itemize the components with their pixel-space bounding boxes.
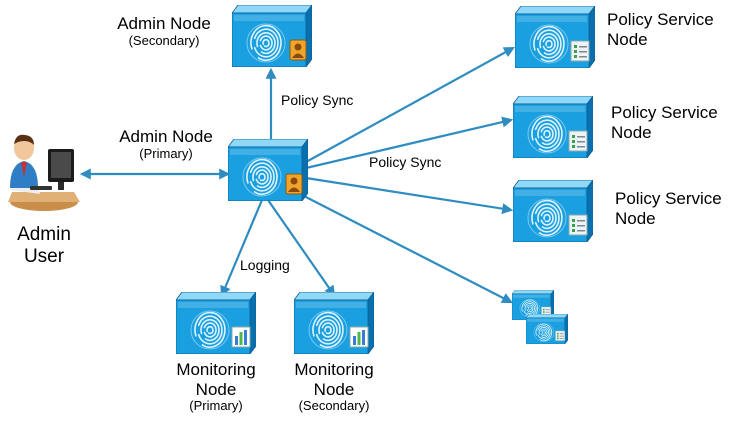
node-name-line2: Node	[313, 379, 355, 399]
psn-group-box-back	[512, 290, 554, 320]
fingerprint-icon	[246, 23, 286, 63]
fingerprint-icon	[529, 24, 569, 64]
link-mon-primary	[220, 199, 264, 298]
checklist-badge-icon	[555, 330, 566, 341]
link-psn-group	[299, 193, 513, 304]
link-psn2	[305, 116, 514, 170]
psn-label-line2: Node	[615, 209, 656, 229]
psn1-box	[515, 6, 595, 68]
monitoring-node-secondary-label: Monitoring Node (Secondary)	[276, 360, 392, 414]
node-name-line1: Monitoring	[294, 360, 374, 379]
monitoring-node-secondary-box	[294, 292, 374, 354]
fingerprint-icon	[527, 114, 567, 154]
node-role: (Secondary)	[128, 32, 200, 48]
admin-user-label: Admin User	[4, 224, 84, 268]
admin-user-line1: Admin	[17, 224, 71, 245]
checklist-badge-icon	[568, 130, 588, 152]
psn-label-line1: Policy Service	[607, 10, 714, 29]
admin-user-line2: User	[23, 245, 65, 267]
admin-node-primary-box	[228, 139, 308, 201]
psn3-label: Policy Service Node	[615, 189, 722, 230]
checklist-badge-icon	[568, 214, 588, 236]
fingerprint-icon	[527, 198, 567, 238]
psn-label-line1: Policy Service	[611, 103, 718, 122]
checklist-badge-icon	[570, 40, 590, 62]
psn3-box	[513, 180, 593, 242]
psn-label-line2: Node	[607, 30, 648, 50]
node-role: (Primary)	[139, 145, 193, 161]
psn1-label: Policy Service Node	[607, 10, 714, 51]
psn2-label: Policy Service Node	[611, 103, 718, 144]
admin-user-icon	[8, 134, 80, 211]
link-mon-secondary	[267, 199, 336, 297]
bar-chart-badge-icon	[231, 326, 251, 348]
node-name: Admin Node	[119, 127, 213, 146]
bar-chart-badge-icon	[349, 326, 369, 348]
psn-label-line2: Node	[611, 123, 652, 143]
psn2-box	[513, 96, 593, 158]
user-badge-icon	[285, 173, 303, 195]
user-badge-icon	[289, 39, 307, 61]
policy-sync-label-psn: Policy Sync	[369, 154, 442, 170]
psn-group-box-front	[526, 314, 568, 344]
fingerprint-icon	[533, 322, 555, 342]
fingerprint-icon	[190, 310, 230, 350]
monitoring-node-primary-label: Monitoring Node (Primary)	[158, 360, 274, 414]
admin-node-secondary-box	[232, 5, 312, 67]
node-name: Admin Node	[117, 14, 211, 33]
policy-sync-label-up: Policy Sync	[281, 92, 354, 108]
fingerprint-icon	[308, 310, 348, 350]
monitoring-node-primary-box	[176, 292, 256, 354]
psn-label-line1: Policy Service	[615, 189, 722, 208]
fingerprint-icon	[242, 157, 282, 197]
node-role: (Primary)	[189, 398, 243, 414]
admin-node-primary-label: Admin Node (Primary)	[104, 127, 228, 161]
node-name-line2: Node	[195, 379, 237, 399]
link-psn1	[305, 46, 515, 163]
admin-node-secondary-label: Admin Node (Secondary)	[102, 14, 226, 48]
node-role: (Secondary)	[298, 398, 370, 414]
logging-label: Logging	[240, 257, 290, 273]
node-name-line1: Monitoring	[176, 360, 256, 379]
link-psn3	[305, 176, 514, 215]
